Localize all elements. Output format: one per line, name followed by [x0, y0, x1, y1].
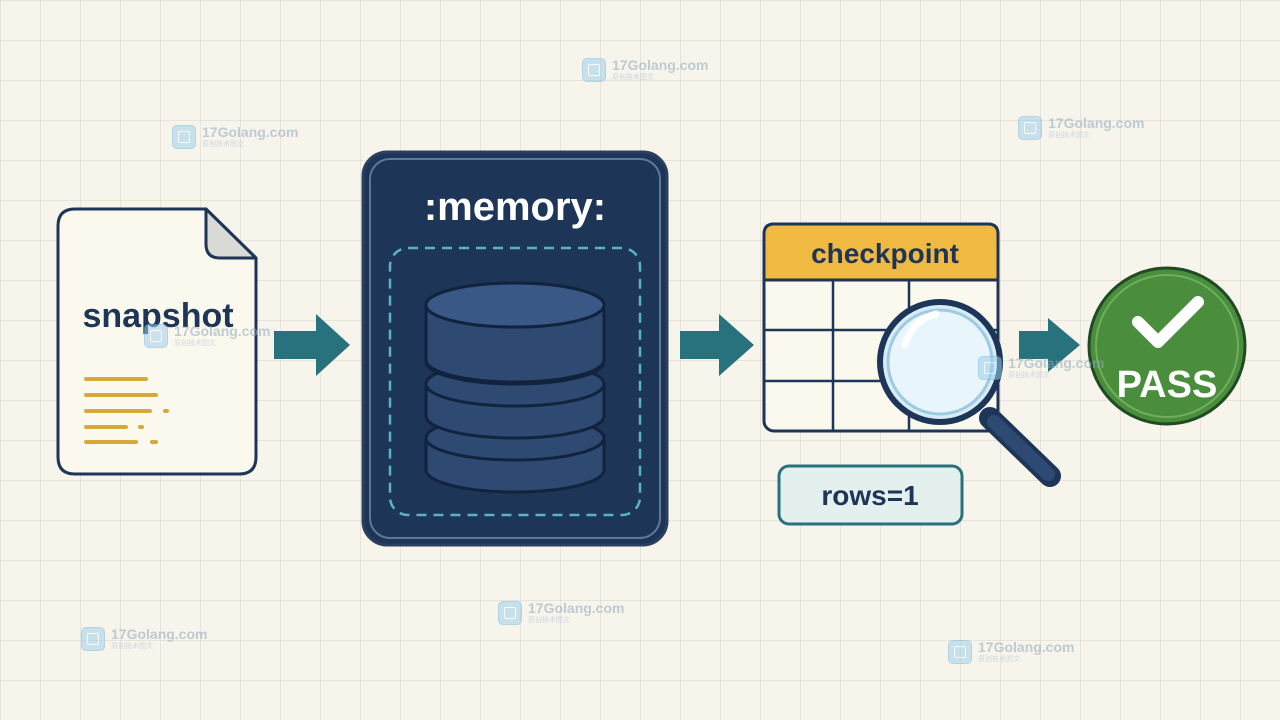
watermark-subtext: 原创技术图文 — [612, 74, 654, 81]
arrow-right-icon — [274, 314, 350, 376]
pass-indicator: PASS — [1087, 266, 1247, 426]
watermark-logo — [1018, 116, 1042, 140]
document-fold — [204, 207, 258, 260]
watermark-subtext: 原创技术图文 — [528, 617, 570, 624]
watermark-logo — [948, 640, 972, 664]
watermark-logo — [144, 324, 168, 348]
memory-container: :memory: — [361, 150, 669, 547]
watermark-text: 17Golang.com — [1048, 115, 1145, 131]
watermark-text: 17Golang.com — [528, 600, 625, 616]
watermark-subtext: 原创技术图文 — [1048, 132, 1090, 139]
watermark-subtext: 原创技术图文 — [174, 340, 216, 347]
memory-dashed-area — [388, 246, 642, 517]
watermark-text: 17Golang.com — [111, 626, 208, 642]
watermark-text: 17Golang.com — [202, 124, 299, 140]
watermark-logo — [978, 356, 1002, 380]
checkmark-icon — [1132, 296, 1204, 348]
checkpoint-label: checkpoint — [811, 238, 959, 269]
arrow-right-icon — [680, 314, 754, 376]
memory-label: :memory: — [424, 185, 606, 229]
watermark-text: 17Golang.com — [978, 639, 1075, 655]
magnifier-icon — [877, 299, 1061, 487]
watermark-logo — [498, 601, 522, 625]
arrow-right-icon — [1019, 318, 1080, 372]
watermark-logo — [172, 125, 196, 149]
watermark-subtext: 原创技术图文 — [202, 141, 244, 148]
rows-badge: rows=1 — [777, 464, 964, 526]
watermark-logo — [582, 58, 606, 82]
watermark-subtext: 原创技术图文 — [111, 643, 153, 650]
watermark-subtext: 原创技术图文 — [1008, 372, 1050, 379]
database-icon — [424, 281, 606, 494]
rows-label: rows=1 — [821, 480, 918, 511]
watermark-text: 17Golang.com — [174, 323, 271, 339]
watermark-text: 17Golang.com — [1008, 355, 1105, 371]
watermark-logo — [81, 627, 105, 651]
watermark-text: 17Golang.com — [612, 57, 709, 73]
watermark-subtext: 原创技术图文 — [978, 656, 1020, 663]
pass-label: PASS — [1117, 364, 1218, 406]
snapshot-text-lines — [84, 377, 169, 444]
